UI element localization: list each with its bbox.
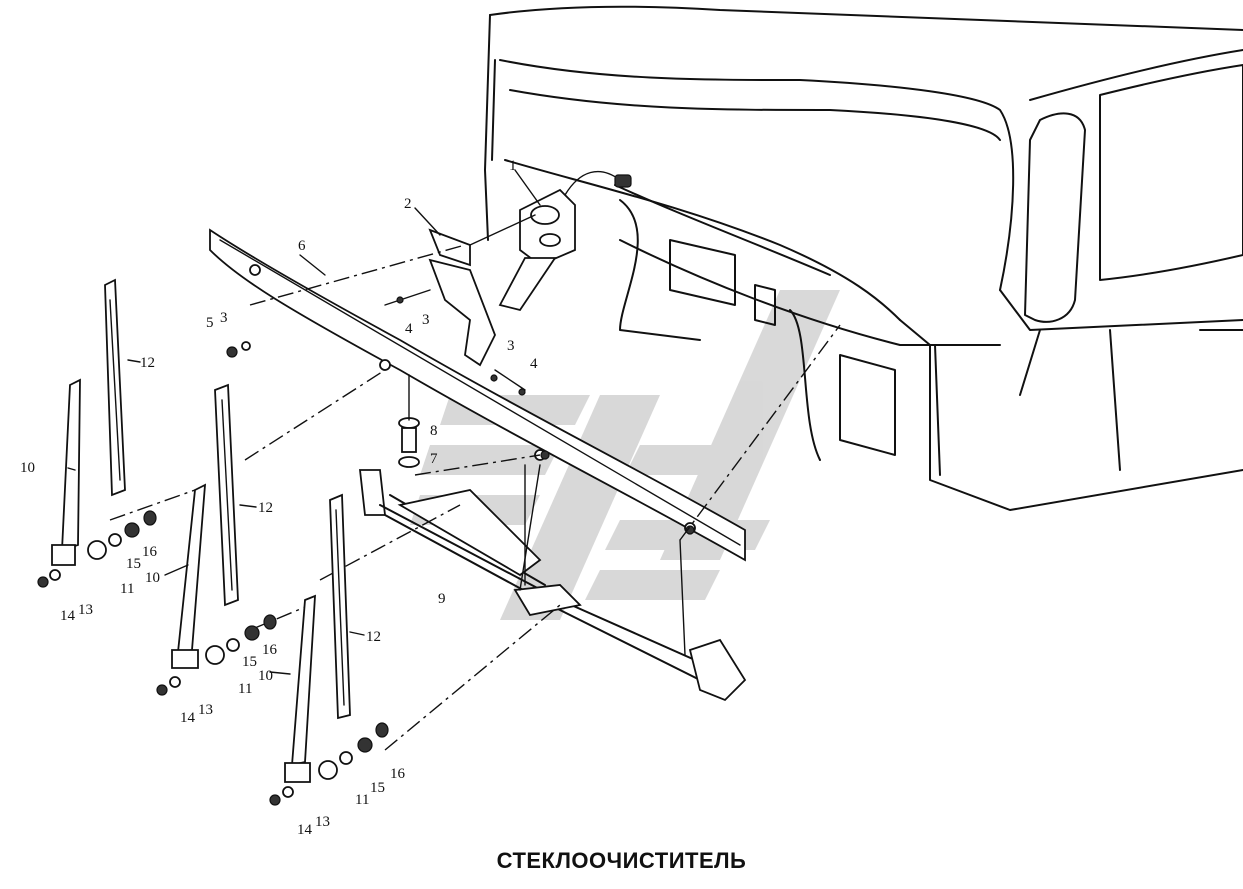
- mount-bolt: [398, 374, 420, 468]
- linkage-frame: [358, 450, 747, 702]
- callout-12: 12: [366, 629, 381, 645]
- callout-3: 3: [422, 312, 430, 328]
- hardware-set-middle: [156, 614, 277, 696]
- callout-4: 4: [405, 321, 413, 337]
- callout-9: 9: [438, 591, 446, 607]
- callout-1: 1: [509, 158, 517, 174]
- wiper-blade-lower: [329, 493, 351, 720]
- motor-bracket: [384, 214, 536, 396]
- leader-lines: [67, 169, 541, 675]
- callout-10: 10: [258, 668, 273, 684]
- callout-13: 13: [198, 702, 213, 718]
- wiper-blade-upper: [104, 278, 126, 497]
- wiper-blade-middle: [214, 383, 239, 607]
- callout-labels: 1 2 3 3 3 4 4 5 6 7 8 9 10 10 10 11 11 1…: [20, 158, 538, 838]
- centre-lines: [109, 244, 841, 751]
- callout-11: 11: [120, 581, 134, 597]
- callout-10: 10: [20, 460, 35, 476]
- hardware-set-bracket: [226, 341, 251, 358]
- callout-4: 4: [530, 356, 538, 372]
- callout-15: 15: [242, 654, 257, 670]
- callout-10: 10: [145, 570, 160, 586]
- callout-11: 11: [238, 681, 252, 697]
- callout-15: 15: [126, 556, 141, 572]
- hardware-set-lower: [269, 722, 389, 806]
- callout-15: 15: [370, 780, 385, 796]
- wiper-arm-lower: [284, 594, 316, 783]
- callout-12: 12: [258, 500, 273, 516]
- callout-11: 11: [355, 792, 369, 808]
- callout-16: 16: [390, 766, 406, 782]
- callout-14: 14: [60, 608, 76, 624]
- callout-16: 16: [142, 544, 158, 560]
- callout-14: 14: [297, 822, 313, 838]
- wiper-motor: [498, 170, 632, 312]
- truck-cab: [484, 5, 1243, 511]
- callout-6: 6: [298, 238, 306, 254]
- hardware-set-upper: [37, 510, 157, 588]
- crossbar: [209, 228, 746, 562]
- wiper-arm-upper: [51, 378, 81, 566]
- callout-2: 2: [404, 196, 412, 212]
- callout-13: 13: [315, 814, 330, 830]
- wiper-arm-middle: [171, 483, 207, 669]
- callout-3: 3: [220, 310, 228, 326]
- callout-14: 14: [180, 710, 196, 726]
- callout-7: 7: [430, 451, 438, 467]
- callout-16: 16: [262, 642, 278, 658]
- callout-8: 8: [430, 423, 438, 439]
- callout-12: 12: [140, 355, 155, 371]
- diagram-title: СТЕКЛООЧИСТИТЕЛЬ: [496, 848, 747, 873]
- callout-3: 3: [507, 338, 515, 354]
- callout-13: 13: [78, 602, 93, 618]
- callout-5: 5: [206, 315, 214, 331]
